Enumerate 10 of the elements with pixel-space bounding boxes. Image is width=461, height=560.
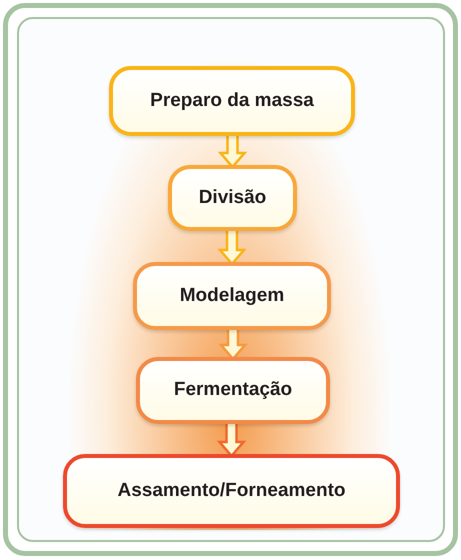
step-label: Modelagem	[180, 284, 284, 308]
process-box	[63, 454, 400, 528]
process-box	[168, 165, 297, 231]
step-label: Preparo da massa	[150, 88, 314, 113]
process-box	[136, 357, 330, 424]
step-label: Divisão	[198, 186, 266, 210]
process-box	[133, 262, 331, 330]
step-label: Assamento/Forneamento	[117, 478, 346, 503]
step-label: Fermentação	[174, 378, 292, 402]
process-box	[109, 66, 355, 136]
